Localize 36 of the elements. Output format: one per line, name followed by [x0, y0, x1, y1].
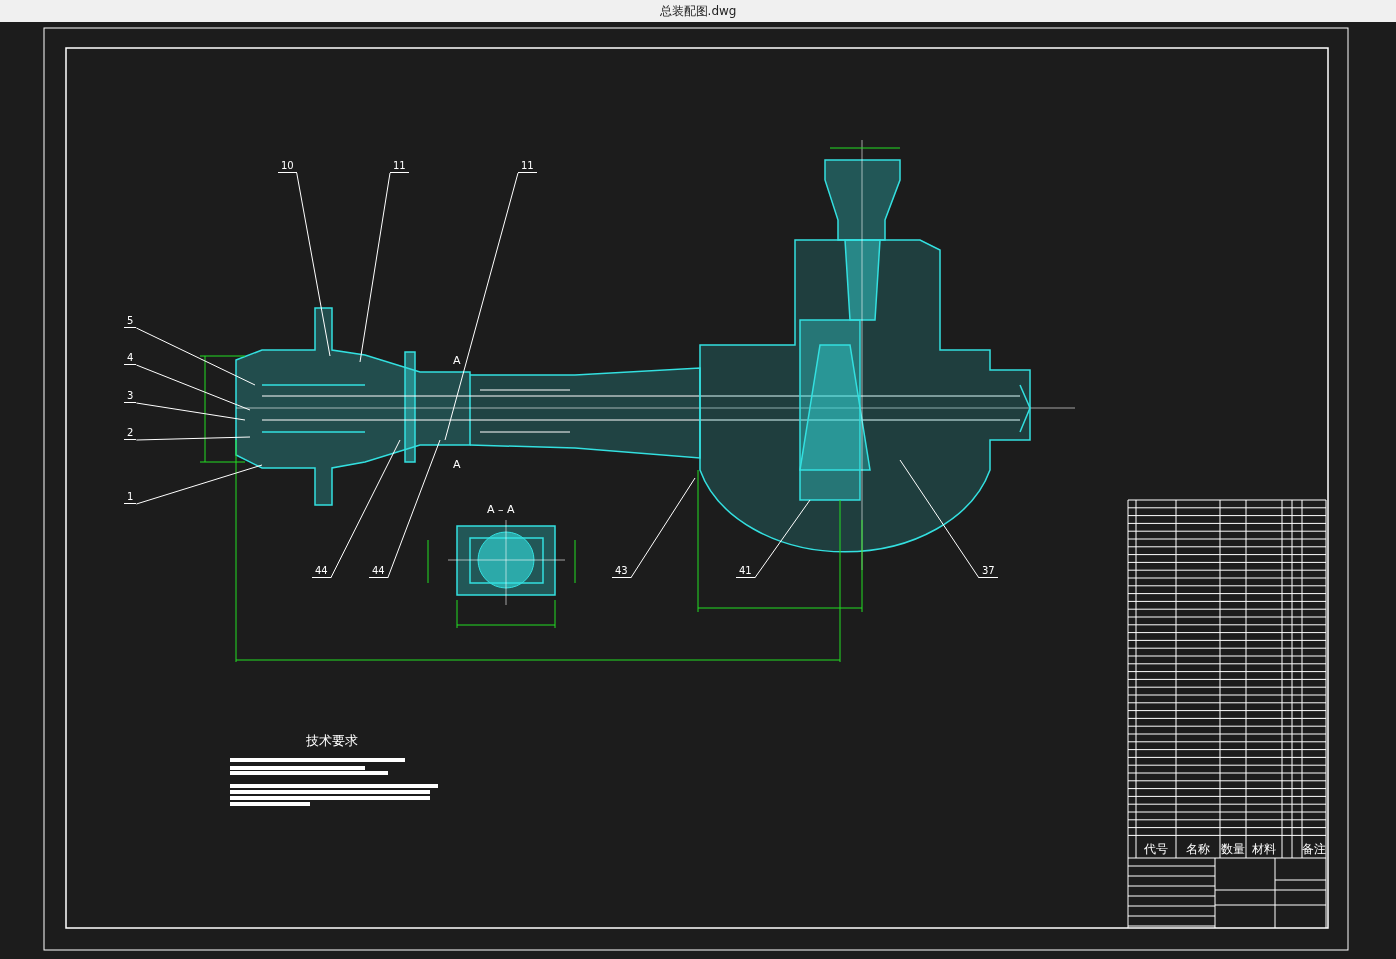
callout-number: 37: [979, 565, 998, 578]
leader-line: [754, 499, 811, 579]
leader-line: [135, 364, 251, 411]
column-header: 代号: [1144, 841, 1168, 858]
callout-number: 2: [124, 427, 137, 440]
section-title: A – A: [487, 503, 515, 516]
leader-line: [630, 477, 696, 579]
leader-line: [135, 436, 251, 441]
leader-line: [444, 172, 519, 441]
leader-line: [387, 439, 441, 579]
section-marker: A: [453, 354, 461, 367]
column-header: 材料: [1252, 841, 1276, 858]
column-header: 数量: [1221, 841, 1245, 858]
callout-number: 3: [124, 390, 137, 403]
callout-number: 44: [369, 565, 388, 578]
callout-number: 4: [124, 352, 137, 365]
callout-number: 1: [124, 491, 137, 504]
leader-line: [296, 172, 331, 357]
callout-number: 10: [278, 160, 297, 173]
callout-number: 43: [612, 565, 631, 578]
file-name: 总装配图.dwg: [659, 4, 737, 18]
column-header: 名称: [1186, 841, 1210, 858]
callout-number: 41: [736, 565, 755, 578]
leader-line: [135, 402, 246, 421]
leader-line: [135, 464, 263, 505]
column-header: 备注: [1302, 841, 1326, 858]
leader-line: [899, 459, 980, 579]
callout-number: 5: [124, 315, 137, 328]
leader-line: [359, 172, 391, 363]
callout-number: 44: [312, 565, 331, 578]
section-marker: A: [453, 458, 461, 471]
notes-heading: 技术要求: [306, 732, 358, 750]
leader-line: [135, 327, 256, 386]
leader-line: [330, 439, 401, 579]
callout-number: 11: [390, 160, 409, 173]
callout-number: 11: [518, 160, 537, 173]
